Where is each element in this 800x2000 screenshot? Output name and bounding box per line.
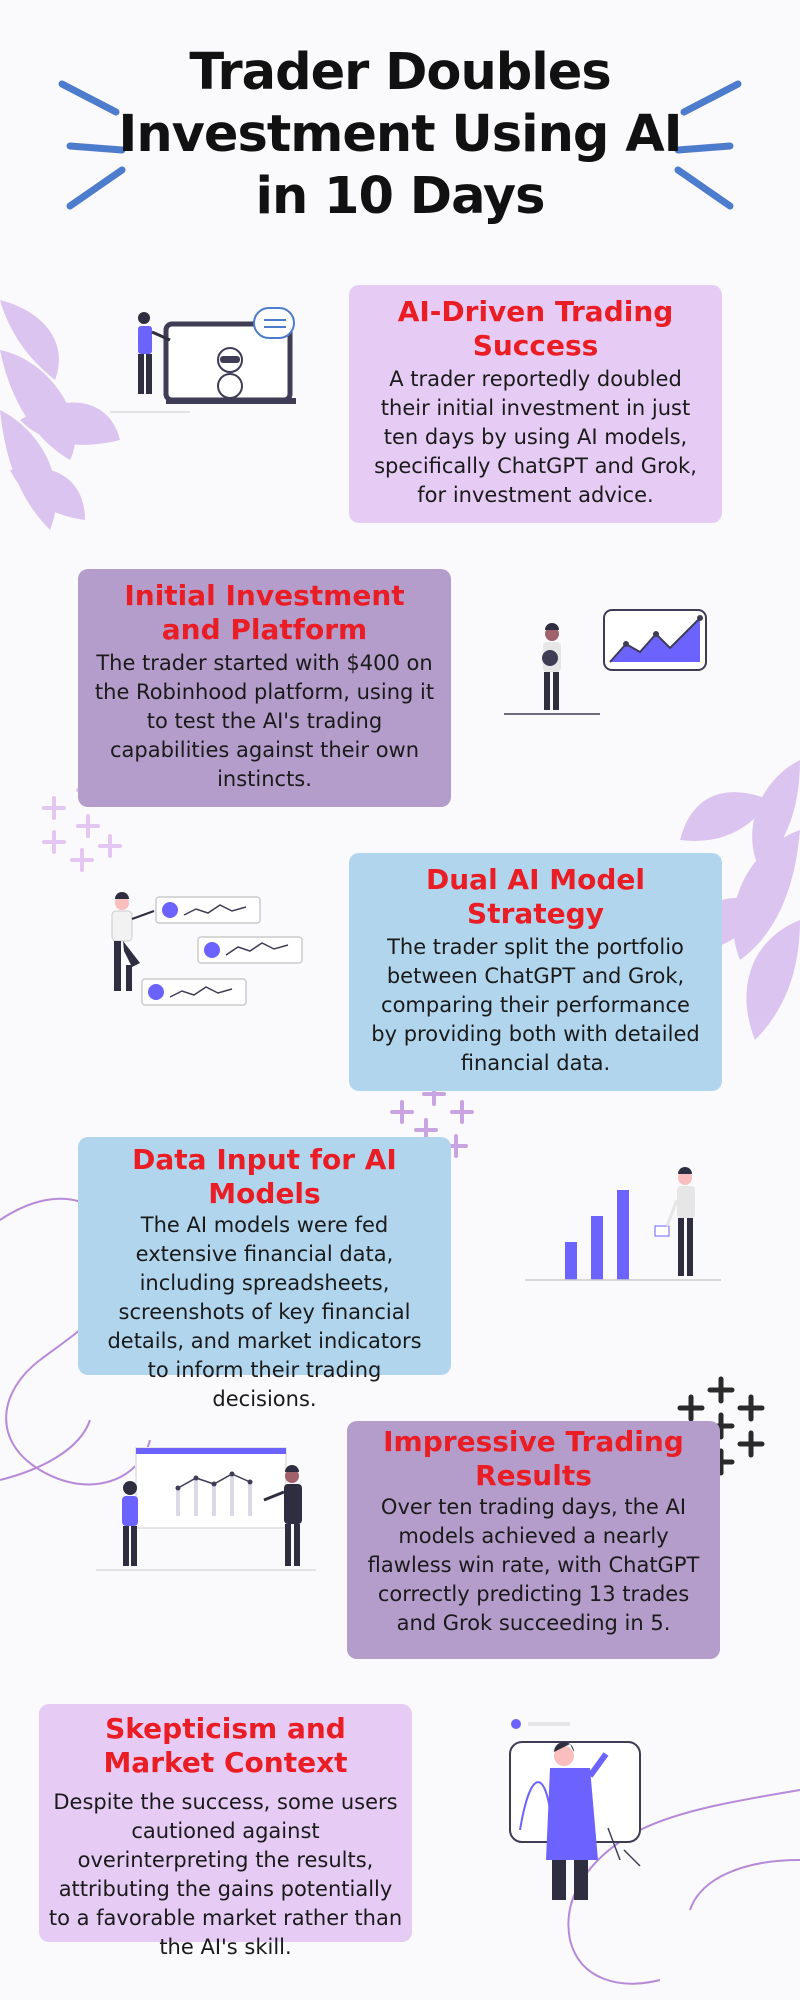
leaf-branch-left	[0, 300, 120, 530]
person-at-whiteboard-illustration	[509, 1719, 641, 1900]
section-heading: Initial Investment and Platform	[124, 579, 405, 646]
section-card-ai-driven-trading-success: AI-Driven Trading Success A trader repor…	[349, 285, 722, 523]
section-card-dual-ai-model-strategy: Dual AI Model Strategy The trader split …	[349, 853, 722, 1091]
page-title: Trader Doubles Investment Using AI in 10…	[118, 43, 682, 226]
section-heading: Impressive Trading Results	[383, 1425, 684, 1492]
person-with-rising-chart-illustration	[504, 609, 707, 715]
section-heading: AI-Driven Trading Success	[397, 295, 674, 362]
swirl-line-left-2	[0, 1419, 91, 1481]
section-card-initial-investment: Initial Investment and Platform The trad…	[78, 569, 451, 807]
swirl-line-right	[567, 1789, 800, 1985]
plus-cluster-3	[677, 1376, 765, 1476]
section-card-skepticism: Skepticism and Market Context Despite th…	[39, 1704, 412, 1959]
section-body: Despite the success, some users cautione…	[48, 1790, 403, 1959]
section-body: A trader reportedly doubled their initia…	[374, 367, 697, 507]
person-presenting-chatbot-illustration	[110, 307, 296, 413]
section-body: The AI models were fed extensive financi…	[107, 1213, 422, 1411]
title-burst-lines-left	[58, 80, 126, 210]
section-heading: Dual AI Model Strategy	[426, 863, 645, 930]
section-heading: Data Input for AI Models	[132, 1143, 397, 1210]
section-heading: Skepticism and Market Context	[103, 1712, 348, 1779]
person-with-bar-chart-illustration	[525, 1167, 721, 1281]
section-body: Over ten trading days, the AI models ach…	[367, 1495, 700, 1635]
title-burst-lines-right	[674, 80, 742, 210]
two-people-at-board-illustration	[96, 1447, 316, 1571]
section-card-impressive-results: Impressive Trading Results Over ten trad…	[347, 1421, 720, 1659]
swirl-line-right-2	[689, 1859, 800, 1911]
section-body: The trader started with $400 on the Robi…	[94, 651, 435, 791]
section-card-data-input: Data Input for AI Models The AI models w…	[78, 1137, 451, 1411]
person-with-crypto-cards-illustration	[111, 892, 303, 1006]
section-body: The trader split the portfolio between C…	[371, 935, 700, 1075]
